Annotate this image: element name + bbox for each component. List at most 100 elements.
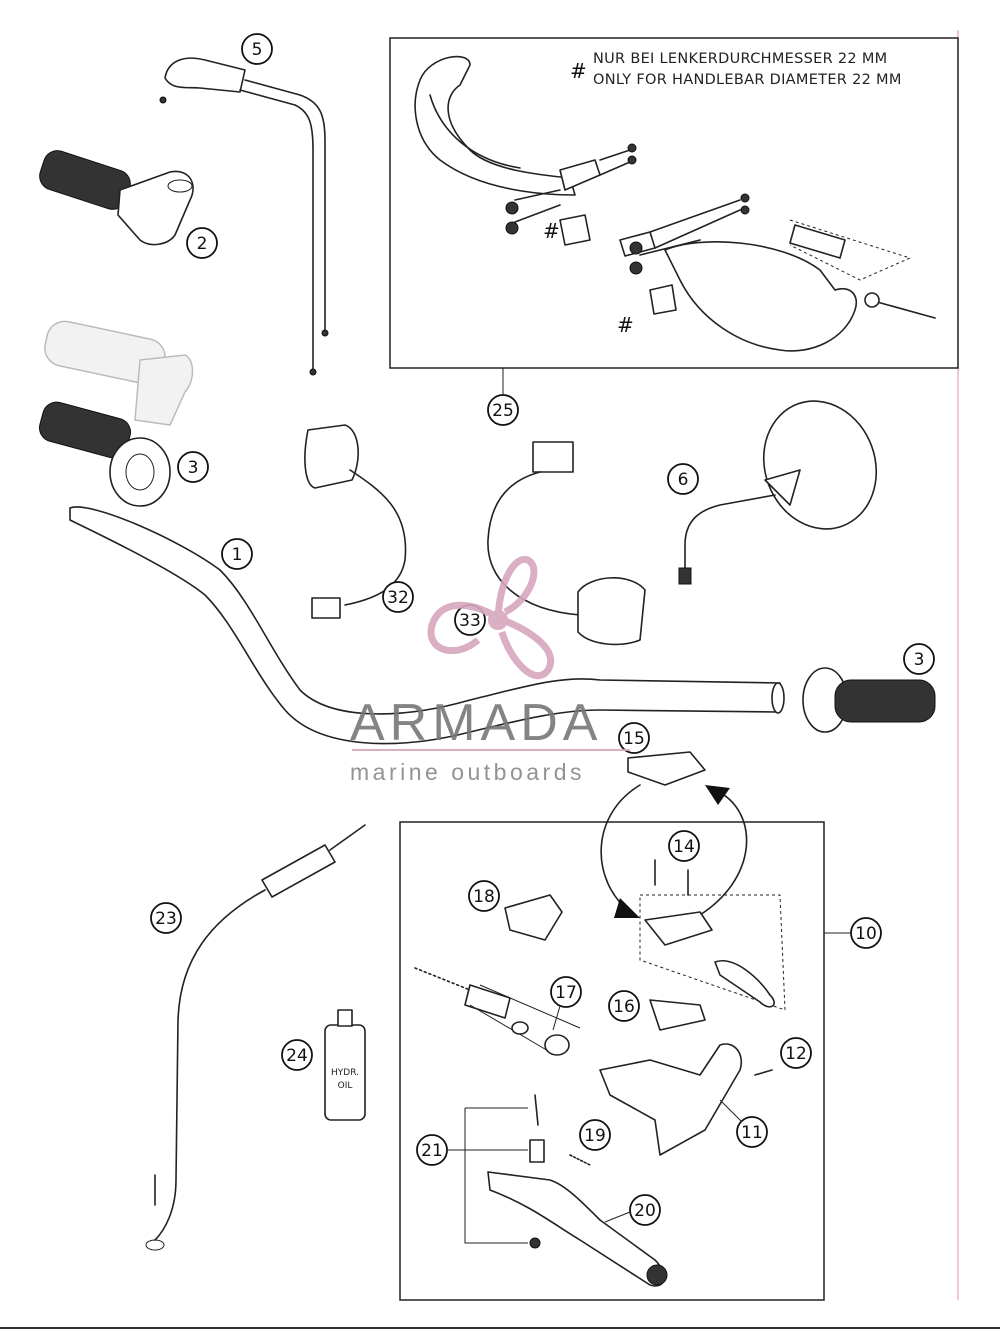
svg-text:33: 33	[459, 611, 481, 631]
bar-end-bolt	[869, 299, 936, 319]
swap-arrow-left	[600, 784, 641, 913]
bar-end-tube	[789, 224, 846, 259]
callout-24: 24	[281, 1039, 313, 1071]
bolt-lower-1	[740, 193, 750, 203]
master-cylinder-group	[399, 751, 825, 1301]
throttle-grip-assembly	[39, 150, 194, 246]
nut-upper-1	[505, 201, 519, 215]
callout-2: 2	[186, 227, 218, 259]
note-line-de: NUR BEI LENKERDURCHMESSER 22 MM	[593, 51, 887, 67]
swap-arrow-right-head	[705, 785, 730, 805]
svg-text:11: 11	[741, 1123, 763, 1143]
callout-20-leader	[604, 1211, 631, 1223]
svg-text:18: 18	[473, 887, 495, 907]
callout-3-right: 3	[903, 643, 935, 675]
callout-10: 10	[850, 917, 882, 949]
cable-a	[244, 79, 326, 331]
svg-text:1: 1	[232, 545, 243, 565]
piston	[464, 984, 511, 1019]
clutch-line-banjo	[329, 824, 366, 851]
svg-text:20: 20	[634, 1201, 656, 1221]
bolt-upper-1	[627, 143, 637, 153]
piston-cap	[544, 1034, 570, 1056]
mirror-neck	[764, 469, 801, 506]
callout-6: 6	[667, 463, 699, 495]
callout-17: 17	[550, 976, 582, 1008]
clutch-lever-ball	[646, 1264, 668, 1286]
mirror	[678, 400, 878, 585]
pivot-leader	[464, 1107, 528, 1244]
nut-lower-2	[629, 261, 643, 275]
clamp-upper	[559, 159, 601, 191]
nut-lower-1	[629, 241, 643, 255]
handguard-left	[414, 55, 576, 196]
switch-33-wire	[487, 471, 581, 616]
svg-text:14: 14	[673, 837, 695, 857]
callout-3-left: 3	[177, 451, 209, 483]
watermark-tagline: marine outboards	[350, 759, 585, 785]
switch-32-connector	[311, 597, 341, 619]
svg-text:17: 17	[555, 983, 577, 1003]
callout-16: 16	[608, 990, 640, 1022]
svg-text:19: 19	[584, 1126, 606, 1146]
clamp-screw	[754, 1069, 773, 1076]
clutch-line-end	[145, 1239, 165, 1251]
nut-upper-2	[505, 221, 519, 235]
svg-text:10: 10	[855, 924, 877, 944]
swap-arrow-left-head	[614, 898, 640, 918]
bolt-lines-lower	[639, 199, 741, 256]
cable-end-b	[309, 368, 317, 376]
hydraulic-oil: HYDR. OIL	[324, 1009, 366, 1121]
svg-text:2: 2	[197, 234, 208, 254]
handguard-group: # NUR BEI LENKERDURCHMESSER 22 MM ONLY F…	[389, 37, 959, 369]
callout-14: 14	[668, 830, 700, 862]
note-line-en: ONLY FOR HANDLEBAR DIAMETER 22 MM	[593, 72, 902, 88]
bar-end-dashed	[789, 219, 912, 281]
clutch-line-fitting	[261, 844, 336, 898]
switch-32-wire	[344, 469, 407, 606]
clutch-lever	[487, 1171, 665, 1287]
throttle-cables	[159, 57, 329, 376]
svg-text:21: 21	[421, 1141, 443, 1161]
bar-end-washer	[864, 292, 880, 308]
callout-21: 21	[416, 1134, 448, 1166]
svg-text:3: 3	[188, 458, 199, 478]
cable-b	[239, 89, 314, 371]
switch-33	[487, 441, 646, 646]
callout-32: 32	[382, 581, 414, 613]
watermark-brand: ARMADA	[350, 694, 602, 752]
switch-33-connector	[532, 441, 574, 473]
switch-33-body	[577, 577, 646, 646]
clutch-line	[145, 824, 366, 1251]
handguard-box	[389, 37, 959, 369]
cover-screws	[654, 859, 689, 896]
grip-set-3	[39, 320, 194, 507]
svg-text:3: 3	[914, 650, 925, 670]
hash-mark-2: #	[617, 313, 634, 337]
pushrod-adjuster	[504, 894, 563, 941]
callout-15: 15	[618, 722, 650, 754]
mirror-glass	[762, 400, 878, 530]
oil-label-2: OIL	[338, 1081, 353, 1091]
watermark-propeller-logo	[427, 555, 554, 680]
grip-flange-hole	[125, 453, 155, 491]
pivot-nut	[529, 1237, 541, 1249]
bolt-upper-2	[627, 155, 637, 165]
right-grip-set	[802, 667, 936, 733]
ghost-housing	[134, 354, 194, 426]
master-cylinder-body	[599, 1043, 742, 1156]
svg-text:15: 15	[623, 729, 645, 749]
svg-text:16: 16	[613, 997, 635, 1017]
svg-text:25: 25	[492, 401, 514, 421]
oil-cap	[337, 1009, 353, 1027]
handguard-right	[664, 241, 857, 352]
mirror-stem	[684, 494, 776, 571]
reservoir-cover	[627, 751, 706, 786]
callout-23: 23	[150, 902, 182, 934]
svg-text:23: 23	[155, 909, 177, 929]
lever-spring	[569, 1154, 591, 1166]
callout-11: 11	[736, 1116, 768, 1148]
switch-32-body	[304, 424, 359, 489]
callout-5: 5	[241, 33, 273, 65]
